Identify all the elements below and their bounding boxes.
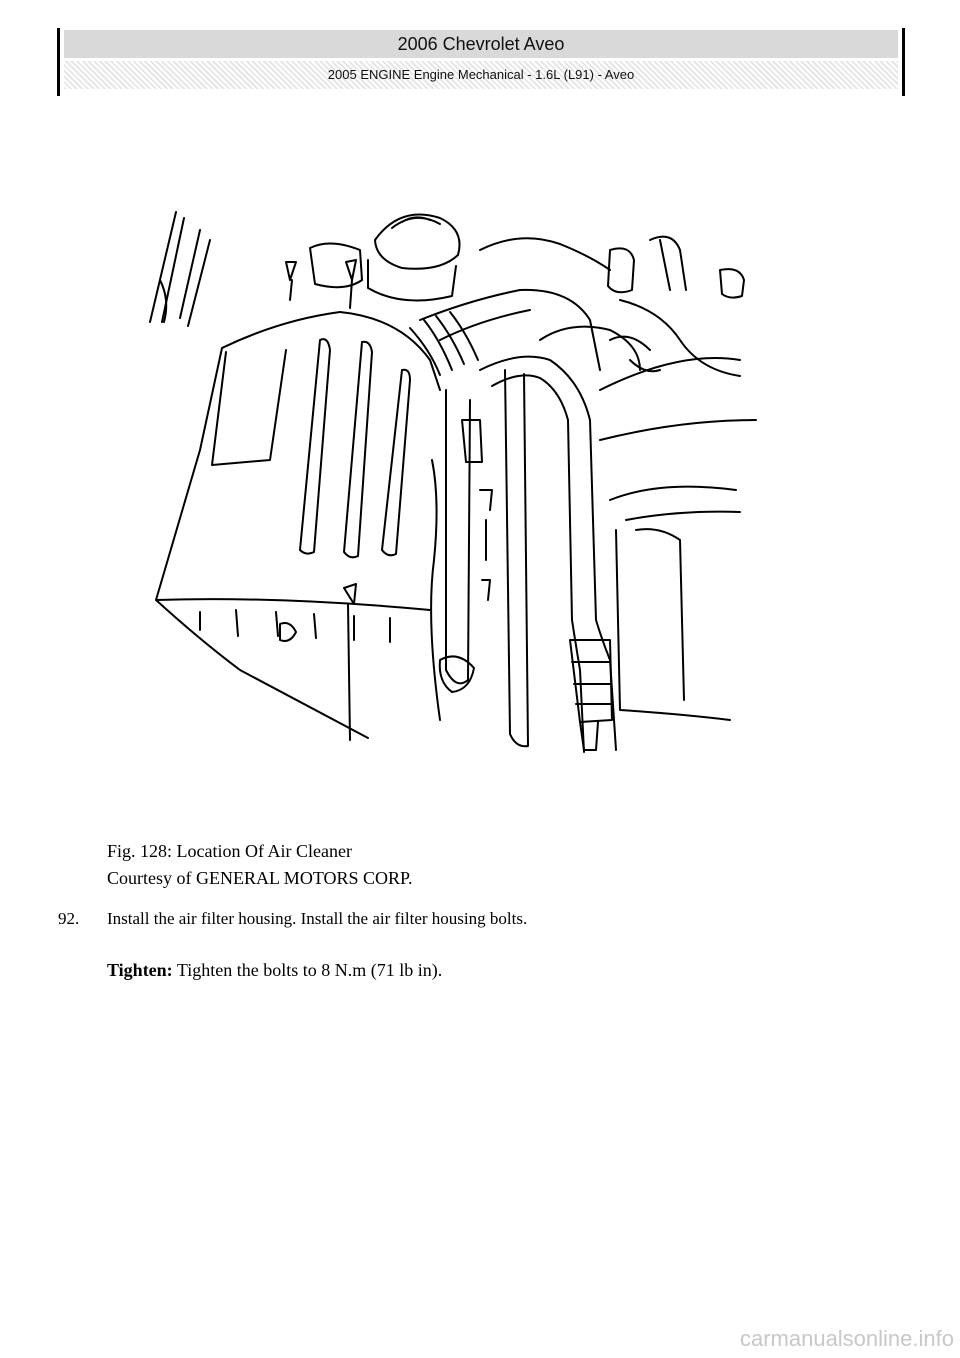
air-cleaner-illustration [149,211,757,753]
figure-caption: Fig. 128: Location Of Air Cleaner Courte… [107,838,413,892]
caption-credit: Courtesy of GENERAL MOTORS CORP. [107,868,413,888]
torque-label: Tighten: [107,960,173,980]
torque-text: Tighten the bolts to 8 N.m (71 lb in). [172,960,443,980]
watermark: carmanualsonline.info [739,1326,954,1351]
step-text: Install the air filter housing. Install … [107,909,528,928]
page-header: 2006 Chevrolet Aveo 2005 ENGINE Engine M… [57,28,905,96]
document-title: 2006 Chevrolet Aveo [64,30,898,58]
caption-title: Fig. 128: Location Of Air Cleaner [107,841,352,861]
torque-spec: Tighten: Tighten the bolts to 8 N.m (71 … [107,960,442,981]
step-number: 92. [58,909,80,928]
document-subtitle: 2005 ENGINE Engine Mechanical - 1.6L (L9… [64,61,898,89]
